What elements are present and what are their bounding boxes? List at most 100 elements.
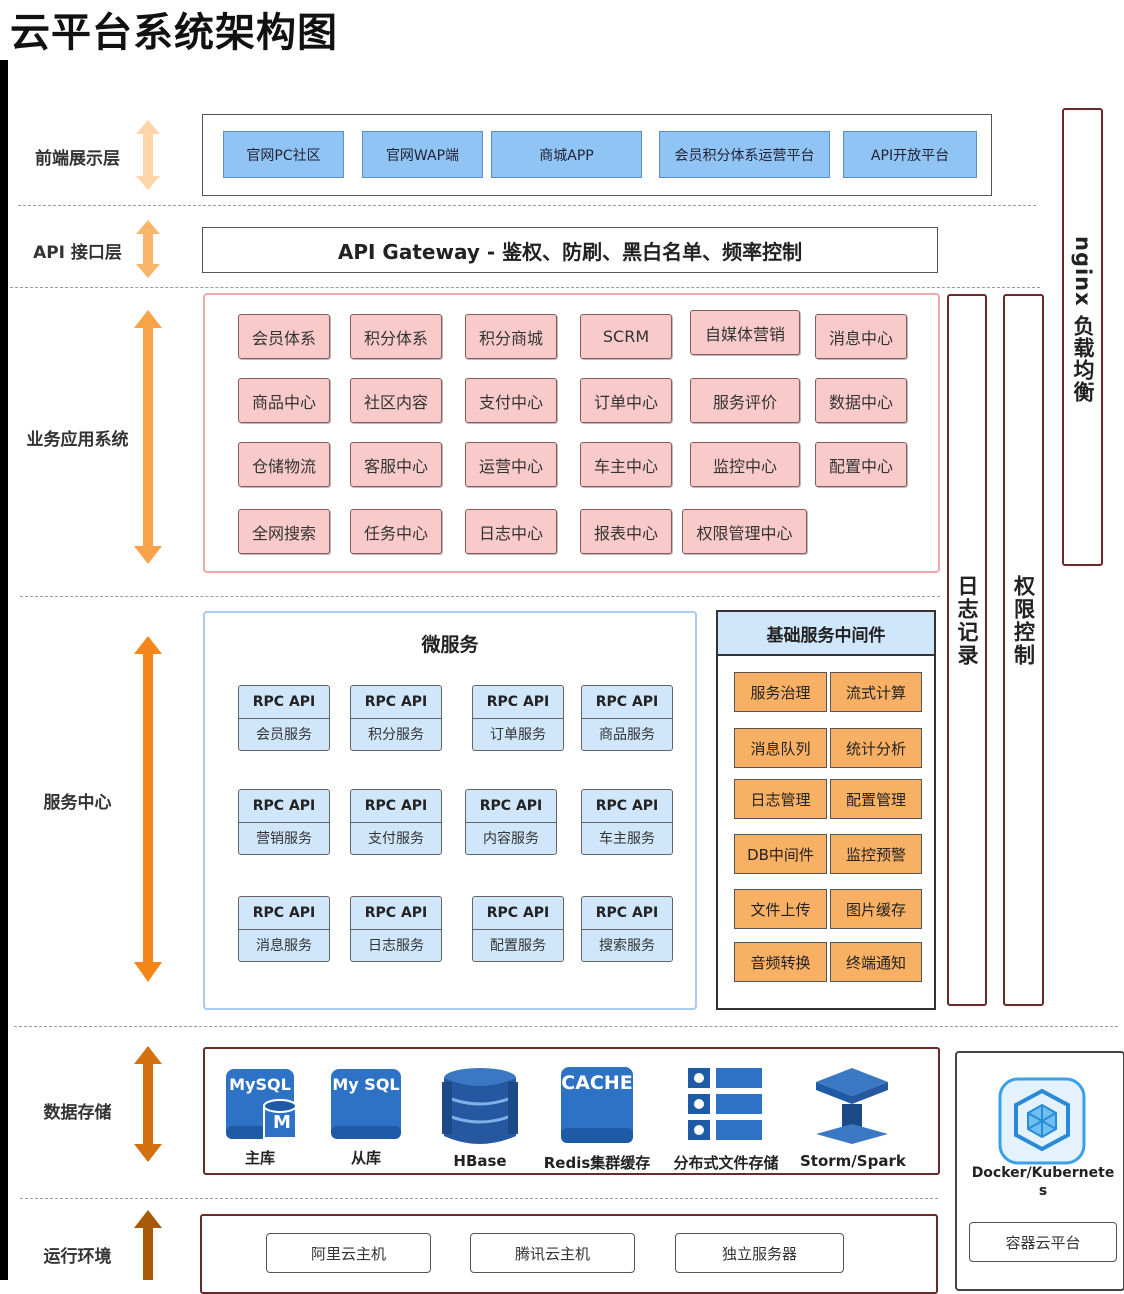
env-tencent[interactable]: 腾讯云主机 bbox=[470, 1233, 635, 1273]
layer-label-data: 数据存储 bbox=[43, 1103, 112, 1123]
business-item[interactable]: 订单中心 bbox=[580, 378, 672, 423]
middleware-item[interactable]: 日志管理 bbox=[734, 779, 827, 819]
rpc-api-label: RPC API bbox=[466, 790, 556, 823]
rpc-api-label: RPC API bbox=[239, 790, 329, 823]
business-item[interactable]: 仓储物流 bbox=[238, 442, 330, 487]
middleware-item[interactable]: 服务治理 bbox=[734, 672, 827, 712]
middleware-title: 基础服务中间件 bbox=[716, 610, 936, 656]
middleware-item[interactable]: 终端通知 bbox=[830, 942, 922, 982]
rpc-service-card[interactable]: RPC API 商品服务 bbox=[581, 685, 673, 751]
business-item[interactable]: 任务中心 bbox=[350, 509, 442, 554]
business-item[interactable]: 积分商城 bbox=[465, 314, 557, 359]
business-item[interactable]: 车主中心 bbox=[580, 442, 672, 487]
api-gateway[interactable]: API Gateway - 鉴权、防刷、黑白名单、频率控制 bbox=[202, 227, 938, 273]
rpc-api-label: RPC API bbox=[582, 897, 672, 930]
middleware-item[interactable]: 流式计算 bbox=[830, 672, 922, 712]
business-item[interactable]: 权限管理中心 bbox=[682, 509, 807, 554]
business-item[interactable]: 会员体系 bbox=[238, 314, 330, 359]
business-item[interactable]: 报表中心 bbox=[580, 509, 672, 554]
hbase-label: HBase bbox=[453, 1152, 507, 1170]
data-arrow bbox=[134, 1046, 162, 1162]
rpc-api-label: RPC API bbox=[351, 897, 441, 930]
business-item[interactable]: 全网搜索 bbox=[238, 509, 330, 554]
log-frame bbox=[947, 294, 987, 1006]
cache-logo-text: CACHE bbox=[561, 1072, 633, 1094]
frontend-item-wap[interactable]: 官网WAP端 bbox=[362, 131, 483, 178]
business-item[interactable]: 客服中心 bbox=[350, 442, 442, 487]
redis-label: Redis集群缓存 bbox=[543, 1154, 651, 1172]
layer-label-api: API 接口层 bbox=[33, 243, 122, 263]
kubernetes-icon bbox=[998, 1077, 1086, 1165]
rpc-service-name: 积分服务 bbox=[368, 727, 424, 743]
rpc-api-label: RPC API bbox=[582, 686, 672, 719]
microservice-title: 微服务 bbox=[421, 634, 479, 656]
business-item[interactable]: 日志中心 bbox=[465, 509, 557, 554]
layer-label-env: 运行环境 bbox=[43, 1247, 112, 1267]
rpc-service-name: 会员服务 bbox=[256, 727, 312, 743]
storage-frame bbox=[203, 1047, 940, 1175]
rpc-service-name: 车主服务 bbox=[599, 831, 655, 847]
business-item[interactable]: 服务评价 bbox=[690, 378, 800, 423]
rpc-service-card[interactable]: RPC API 营销服务 bbox=[238, 789, 330, 855]
business-item[interactable]: 运营中心 bbox=[465, 442, 557, 487]
layer-arrows bbox=[134, 120, 162, 1280]
hbase-icon bbox=[442, 1068, 518, 1144]
rpc-service-name: 营销服务 bbox=[256, 831, 312, 847]
microservice-frame bbox=[203, 611, 697, 1010]
business-item[interactable]: 消息中心 bbox=[815, 314, 907, 359]
mysql-slave-icon bbox=[331, 1069, 401, 1139]
rpc-api-label: RPC API bbox=[239, 686, 329, 719]
frontend-item-member[interactable]: 会员积分体系运营平台 bbox=[659, 131, 830, 178]
rpc-api-label: RPC API bbox=[582, 790, 672, 823]
business-item[interactable]: 积分体系 bbox=[350, 314, 442, 359]
layer-label-frontend: 前端展示层 bbox=[35, 149, 120, 169]
business-item[interactable]: 社区内容 bbox=[350, 378, 442, 423]
business-item[interactable]: 商品中心 bbox=[238, 378, 330, 423]
middleware-item[interactable]: DB中间件 bbox=[734, 834, 827, 874]
rpc-api-label: RPC API bbox=[473, 686, 563, 719]
middleware-item[interactable]: 文件上传 bbox=[734, 889, 827, 929]
rpc-service-card[interactable]: RPC API 支付服务 bbox=[350, 789, 442, 855]
env-dedicated[interactable]: 独立服务器 bbox=[675, 1233, 844, 1273]
middleware-item[interactable]: 监控预警 bbox=[830, 834, 922, 874]
rpc-service-card[interactable]: RPC API 车主服务 bbox=[581, 789, 673, 855]
rpc-service-card[interactable]: RPC API 会员服务 bbox=[238, 685, 330, 751]
business-item[interactable]: 支付中心 bbox=[465, 378, 557, 423]
frontend-item-open-api[interactable]: API开放平台 bbox=[843, 131, 977, 178]
rpc-api-label: RPC API bbox=[351, 790, 441, 823]
business-item[interactable]: SCRM bbox=[580, 314, 672, 359]
middleware-item[interactable]: 消息队列 bbox=[734, 728, 827, 768]
dfs-label: 分布式文件存储 bbox=[673, 1154, 779, 1172]
middleware-item[interactable]: 配置管理 bbox=[830, 779, 922, 819]
middleware-item[interactable]: 图片缓存 bbox=[830, 889, 922, 929]
business-item[interactable]: 配置中心 bbox=[815, 442, 907, 487]
middleware-item[interactable]: 统计分析 bbox=[830, 728, 922, 768]
nginx-frame bbox=[1062, 108, 1103, 566]
frontend-arrow bbox=[136, 120, 160, 190]
business-item[interactable]: 监控中心 bbox=[690, 442, 800, 487]
storm-label: Storm/Spark bbox=[800, 1152, 906, 1170]
rpc-service-name: 商品服务 bbox=[599, 727, 655, 743]
env-arrow bbox=[134, 1210, 162, 1280]
middleware-item[interactable]: 音频转换 bbox=[734, 942, 827, 982]
rpc-service-card[interactable]: RPC API 搜索服务 bbox=[581, 896, 673, 962]
rpc-service-name: 搜索服务 bbox=[599, 938, 655, 954]
business-item[interactable]: 数据中心 bbox=[815, 378, 907, 423]
business-arrow bbox=[134, 310, 162, 564]
rpc-service-name: 配置服务 bbox=[490, 938, 546, 954]
rpc-service-name: 支付服务 bbox=[368, 831, 424, 847]
frontend-item-app[interactable]: 商城APP bbox=[491, 131, 642, 178]
container-platform[interactable]: 容器云平台 bbox=[969, 1222, 1117, 1262]
business-item[interactable]: 自媒体营销 bbox=[690, 310, 800, 355]
env-aliyun[interactable]: 阿里云主机 bbox=[266, 1233, 431, 1273]
page-title: 云平台系统架构图 bbox=[10, 10, 338, 56]
cache-icon bbox=[561, 1067, 633, 1143]
frontend-item-pc[interactable]: 官网PC社区 bbox=[223, 131, 344, 178]
layer-label-business: 业务应用系统 bbox=[26, 430, 129, 450]
